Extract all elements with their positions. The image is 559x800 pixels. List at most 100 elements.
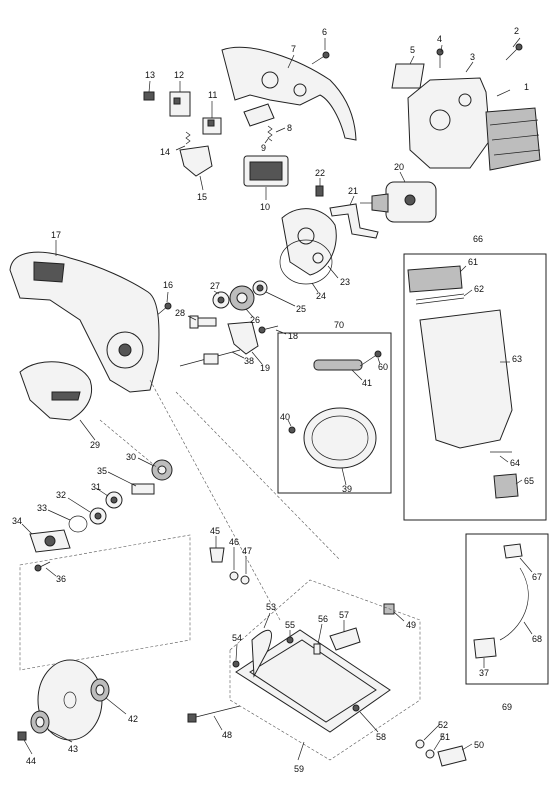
group-box-66: [403, 253, 547, 521]
screw-part-54: [232, 660, 240, 668]
label-62: 62: [474, 284, 484, 294]
shaft-part-38: [179, 349, 241, 367]
label-32: 32: [56, 490, 66, 500]
label-54: 54: [232, 633, 242, 643]
blade-guard-part: [19, 361, 93, 421]
switch-part: [243, 155, 289, 187]
o-ring-part-24: [279, 239, 333, 285]
wing-bolt-part-45: [209, 547, 225, 563]
label-35: 35: [97, 466, 107, 476]
blade-section-outline: [19, 534, 191, 671]
label-64: 64: [510, 458, 520, 468]
switch-lever-part: [243, 103, 275, 127]
spindle-part-28: [189, 315, 217, 329]
label-61: 61: [468, 257, 478, 267]
label-57: 57: [339, 610, 349, 620]
label-19: 19: [260, 363, 270, 373]
body-part-63: [419, 309, 513, 449]
label-5: 5: [410, 45, 415, 55]
label-45: 45: [210, 526, 220, 536]
cap-part-61: [407, 265, 463, 293]
label-41: 41: [362, 378, 372, 388]
nozzle-part-65: [493, 473, 519, 499]
label-42: 42: [128, 714, 138, 724]
label-69: 69: [502, 702, 512, 712]
label-26: 26: [250, 315, 260, 325]
label-10: 10: [260, 202, 270, 212]
label-2: 2: [514, 26, 519, 36]
label-14: 14: [160, 147, 170, 157]
screw-part-55: [286, 636, 294, 644]
label-33: 33: [37, 503, 47, 513]
label-60: 60: [378, 362, 388, 372]
pin-part-56: [313, 643, 321, 655]
screw-part-60: [374, 350, 382, 358]
wing-nut-part-50: [437, 745, 467, 767]
label-70: 70: [334, 320, 344, 330]
brush-cap-part: [391, 63, 425, 89]
label-11: 11: [208, 90, 217, 100]
label-6: 6: [322, 27, 327, 37]
label-36: 36: [56, 574, 66, 584]
fitting-part-37: [473, 637, 497, 659]
label-7: 7: [291, 44, 296, 54]
spring-part-9: [267, 125, 273, 142]
spindle-part-35: [131, 483, 155, 495]
part-labels: 1 2 3 4 5 6 7 8 9 10 11 12 13 14 15 16 1…: [12, 26, 542, 774]
label-51: 51: [440, 732, 450, 742]
group-box-70: [277, 332, 392, 494]
bearing-part-32: [89, 507, 107, 525]
flange-part-34: [29, 529, 71, 553]
label-48: 48: [222, 730, 232, 740]
bolt-part-44: [17, 731, 27, 741]
flange-part-43: [30, 710, 50, 734]
washer-part-52: [415, 739, 425, 749]
label-30: 30: [126, 452, 136, 462]
label-13: 13: [145, 70, 155, 80]
plate-part-13: [143, 91, 155, 101]
label-46: 46: [229, 537, 239, 547]
label-65: 65: [524, 476, 534, 486]
label-59: 59: [294, 764, 304, 774]
label-3: 3: [470, 52, 475, 62]
label-18: 18: [288, 331, 298, 341]
switch-block-part-11: [202, 117, 222, 135]
bracket-part-57: [329, 627, 361, 651]
motor-part: [360, 181, 437, 223]
label-68: 68: [532, 634, 542, 644]
label-56: 56: [318, 614, 328, 624]
label-4: 4: [437, 34, 442, 44]
label-9: 9: [261, 143, 266, 153]
label-44: 44: [26, 756, 36, 766]
bolt-part-48: [187, 705, 241, 723]
screw-part-4: [436, 48, 444, 68]
label-16: 16: [163, 280, 173, 290]
label-47: 47: [242, 546, 252, 556]
bearing-part-25: [252, 280, 268, 296]
label-8: 8: [287, 123, 292, 133]
label-25: 25: [296, 304, 306, 314]
bearing-part-31: [105, 491, 123, 509]
screw-part-2: [505, 43, 523, 61]
bracket-part-21: [329, 203, 379, 239]
gear-part-26: [229, 285, 255, 311]
label-53: 53: [266, 602, 276, 612]
base-plate-part: [235, 629, 391, 733]
label-21: 21: [348, 186, 358, 196]
hose-part-68: [499, 567, 529, 641]
label-12: 12: [174, 70, 184, 80]
connector-part-67: [503, 543, 523, 559]
lock-lever-part-15: [179, 145, 213, 177]
label-23: 23: [340, 277, 350, 287]
label-49: 49: [406, 620, 416, 630]
filter-part-62: [415, 293, 465, 305]
screw-part-58: [352, 704, 360, 712]
motor-housing-part: [407, 77, 541, 171]
label-37: 37: [479, 668, 489, 678]
main-housing-part: [9, 251, 160, 393]
label-20: 20: [394, 162, 404, 172]
washer-part-51: [425, 749, 435, 759]
washer-part-46: [229, 571, 239, 581]
label-63: 63: [512, 354, 522, 364]
